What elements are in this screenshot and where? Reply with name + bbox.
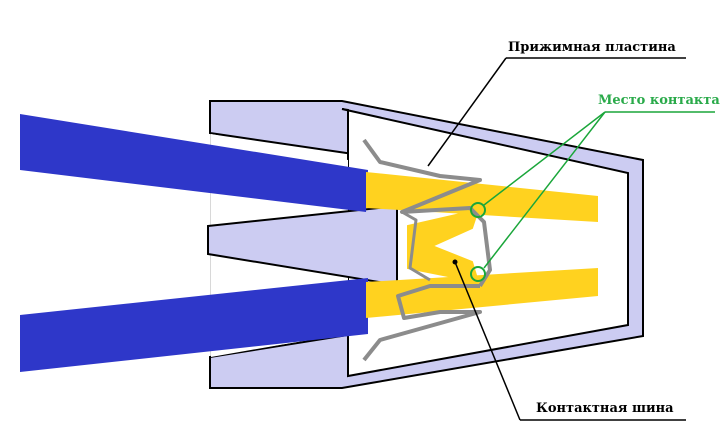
plate-leader	[427, 57, 507, 167]
bus-leader	[454, 261, 521, 421]
lower-wire	[20, 278, 368, 372]
bus-leader-dot	[452, 259, 458, 265]
contact-point-upper	[470, 202, 486, 218]
contact-leader-upper	[483, 111, 606, 206]
pressure-plate-inner	[401, 210, 431, 282]
contact-bus-label: Контактная шина	[536, 401, 674, 416]
upper-wire	[20, 114, 368, 212]
pressure-plate-lower	[362, 284, 482, 362]
contact-point-label: Место контакта	[598, 93, 720, 108]
lower-bus	[366, 268, 598, 318]
contact-leader-lower	[483, 111, 606, 269]
contact-point-lower	[470, 266, 486, 282]
pressure-plate-label: Прижимная пластина	[508, 40, 676, 55]
